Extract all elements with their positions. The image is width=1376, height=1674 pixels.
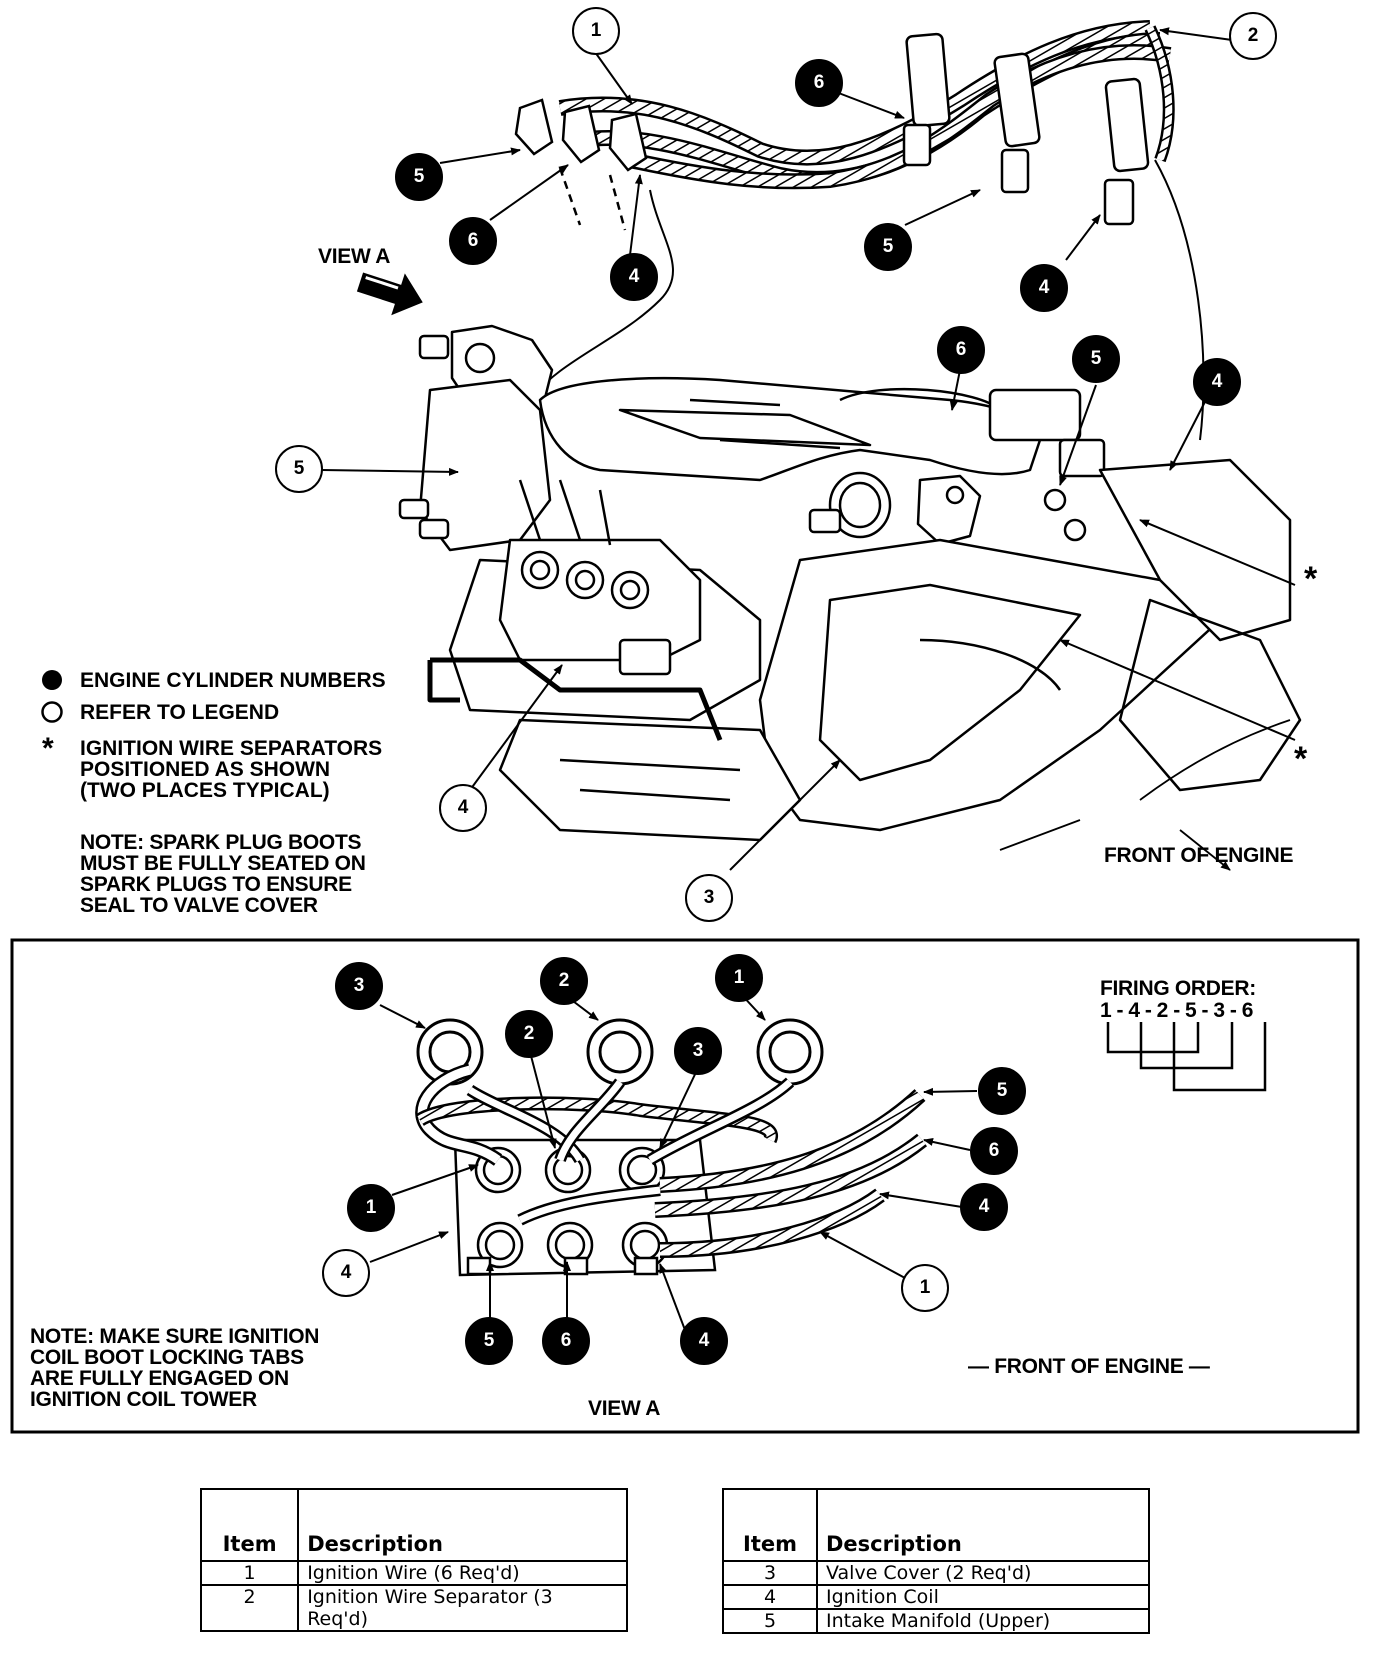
legend-table-1: Item Description 1 Ignition Wire (6 Req'…	[199, 1488, 628, 1632]
legend-item-callout: 1	[572, 7, 620, 55]
legend-item-number: 4	[722, 1584, 818, 1610]
legend-header-description: Description	[297, 1488, 628, 1562]
legend-item-callout: 1	[901, 1264, 949, 1312]
cylinder-number-callout: 1	[347, 1184, 395, 1232]
engine-body	[398, 324, 1302, 842]
coil-boots-top-left	[514, 98, 648, 231]
legend-item-number: 3	[722, 1560, 818, 1586]
open-circle-icon	[41, 701, 63, 723]
cylinder-number-callout: 3	[674, 1027, 722, 1075]
table-row: 5 Intake Manifold (Upper)	[722, 1608, 1150, 1634]
cylinder-number-callout: 6	[970, 1127, 1018, 1175]
cylinder-number-callout: 2	[540, 957, 588, 1005]
cylinder-number-callout: 6	[449, 217, 497, 265]
legend-item-callout: 4	[439, 784, 487, 832]
cylinder-number-callout: 6	[542, 1317, 590, 1365]
cylinder-number-callout: 5	[395, 153, 443, 201]
cylinder-number-callout: 3	[335, 962, 383, 1010]
cylinder-number-callout: 4	[610, 253, 658, 301]
note-spark-plug-boots: NOTE: SPARK PLUG BOOTS MUST BE FULLY SEA…	[80, 831, 366, 917]
wire-separator-mark-1: *	[1304, 560, 1318, 598]
cylinder-number-callout: 6	[937, 326, 985, 374]
legend-header-description: Description	[816, 1488, 1150, 1562]
view-a-arrow	[356, 272, 423, 316]
wire-separator-mark-2: *	[1294, 740, 1308, 778]
legend-item-description: Ignition Wire Separator (3 Req'd)	[297, 1584, 628, 1632]
cylinder-number-callout: 5	[864, 223, 912, 271]
leader-lines-top	[321, 27, 1296, 871]
filled-circle-icon	[42, 670, 62, 690]
cylinder-number-callout: 5	[978, 1067, 1026, 1115]
cylinder-number-callout: 1	[715, 954, 763, 1002]
view-a-panel-border	[10, 938, 1360, 1434]
spark-plug-boots-top	[902, 32, 1150, 226]
firing-order-connectors	[1106, 1022, 1267, 1092]
firing-order-sequence: 1 - 4 - 2 - 5 - 3 - 6	[1100, 999, 1253, 1022]
legend-item-callout: 3	[685, 874, 733, 922]
view-a-coil-pack	[453, 1138, 717, 1277]
legend-item-callout: 2	[1229, 12, 1277, 60]
cylinder-number-callout: 5	[1072, 335, 1120, 383]
cylinder-number-callout: 2	[505, 1010, 553, 1058]
note-coil-boot-tabs: NOTE: MAKE SURE IGNITION COIL BOOT LOCKI…	[30, 1325, 320, 1411]
legend-item-callout: 4	[322, 1249, 370, 1297]
legend-header-item: Item	[722, 1488, 818, 1562]
cylinder-number-callout: 6	[795, 59, 843, 107]
table-row: 2 Ignition Wire Separator (3 Req'd)	[199, 1584, 628, 1632]
legend-item-description: Ignition Wire (6 Req'd)	[297, 1560, 628, 1586]
legend-item-number: 1	[199, 1560, 300, 1586]
asterisk-icon: *	[42, 732, 54, 765]
firing-order-title: FIRING ORDER:	[1100, 977, 1256, 1000]
cylinder-number-callout: 4	[1020, 264, 1068, 312]
legend-table-2: Item Description 3 Valve Cover (2 Req'd)…	[722, 1488, 1150, 1634]
view-a-front-of-engine: — FRONT OF ENGINE —	[968, 1355, 1210, 1378]
ignition-wire-harness	[558, 20, 1175, 190]
legend-item-callout: 5	[275, 445, 323, 493]
legend-item-description: Valve Cover (2 Req'd)	[816, 1560, 1150, 1586]
legend-item-description: Intake Manifold (Upper)	[816, 1608, 1150, 1634]
legend-item-number: 5	[722, 1608, 818, 1634]
view-a-label: VIEW A	[318, 245, 391, 268]
view-a-ignition-wires	[415, 1063, 928, 1258]
view-a-caption: VIEW A	[588, 1397, 661, 1420]
front-of-engine-label: FRONT OF ENGINE	[1104, 844, 1294, 867]
legend-item-number: 2	[199, 1584, 300, 1632]
legend-header-item: Item	[199, 1488, 300, 1562]
misc-lines	[999, 719, 1291, 871]
table-row: 1 Ignition Wire (6 Req'd)	[199, 1560, 628, 1586]
legend-item-description: Ignition Coil	[816, 1584, 1150, 1610]
cylinder-number-callout: 4	[1193, 358, 1241, 406]
cylinder-number-callout: 5	[465, 1317, 513, 1365]
table-row: 3 Valve Cover (2 Req'd)	[722, 1560, 1150, 1586]
cylinder-number-callout: 4	[960, 1183, 1008, 1231]
view-a-spark-plug-terminals	[416, 1018, 824, 1086]
table-row: 4 Ignition Coil	[722, 1584, 1150, 1610]
cylinder-number-callout: 4	[680, 1317, 728, 1365]
